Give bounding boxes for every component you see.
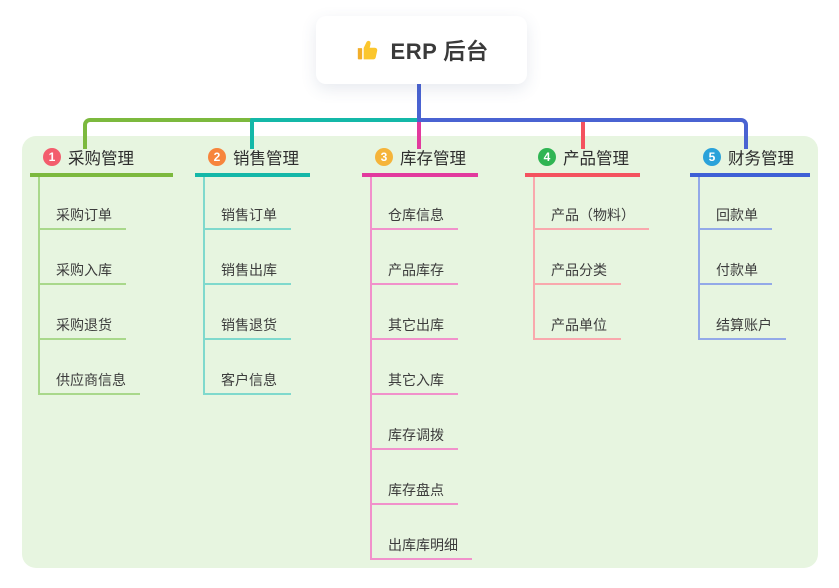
- leaf-payment-doc[interactable]: 付款单: [698, 256, 772, 285]
- branch-subtree-line: [370, 177, 372, 560]
- leaf-warehouse-info[interactable]: 仓库信息: [370, 201, 458, 230]
- branch-header-purchase-management[interactable]: 1 采购管理: [30, 147, 173, 177]
- connector-branch-finance: [417, 118, 748, 149]
- leaf-purchase-inbound[interactable]: 采购入库: [38, 256, 126, 285]
- leaf-stock-transfer[interactable]: 库存调拨: [370, 421, 458, 450]
- branch-title: 产品管理: [563, 150, 629, 168]
- branch-title: 采购管理: [68, 150, 134, 168]
- thumbs-up-icon: [357, 40, 377, 60]
- leaf-stock-count[interactable]: 库存盘点: [370, 476, 458, 505]
- leaf-sales-outbound[interactable]: 销售出库: [203, 256, 291, 285]
- branch-title: 库存管理: [400, 150, 466, 168]
- leaf-other-outbound[interactable]: 其它出库: [370, 311, 458, 340]
- branch-number-badge: 3: [375, 148, 393, 166]
- connector-branch-product: [581, 122, 585, 149]
- leaf-product-unit[interactable]: 产品单位: [533, 311, 621, 340]
- leaf-purchase-return[interactable]: 采购退货: [38, 311, 126, 340]
- root-node[interactable]: ERP 后台: [316, 16, 527, 84]
- branch-title: 销售管理: [233, 150, 299, 168]
- branch-header-finance-management[interactable]: 5 财务管理: [690, 147, 810, 177]
- leaf-product-stock[interactable]: 产品库存: [370, 256, 458, 285]
- branch-number-badge: 5: [703, 148, 721, 166]
- branch-subtree-line: [533, 177, 535, 340]
- leaf-sales-order[interactable]: 销售订单: [203, 201, 291, 230]
- branch-subtree-line: [203, 177, 205, 395]
- leaf-receipt-doc[interactable]: 回款单: [698, 201, 772, 230]
- branch-subtree-line: [698, 177, 700, 340]
- branch-number-badge: 4: [538, 148, 556, 166]
- branch-title: 财务管理: [728, 150, 794, 168]
- leaf-product-material[interactable]: 产品（物料）: [533, 201, 649, 230]
- connector-branch-sales: [250, 118, 417, 149]
- branch-header-product-management[interactable]: 4 产品管理: [525, 147, 640, 177]
- root-title: ERP 后台: [390, 39, 489, 64]
- leaf-other-inbound[interactable]: 其它入库: [370, 366, 458, 395]
- connector-branch-purchase: [83, 118, 252, 149]
- leaf-settlement-account[interactable]: 结算账户: [698, 311, 786, 340]
- branch-subtree-line: [38, 177, 40, 395]
- branch-number-badge: 1: [43, 148, 61, 166]
- leaf-outbound-detail[interactable]: 出库库明细: [370, 531, 472, 560]
- leaf-supplier-info[interactable]: 供应商信息: [38, 366, 140, 395]
- leaf-purchase-order[interactable]: 采购订单: [38, 201, 126, 230]
- mindmap-background-panel: [22, 136, 818, 568]
- branch-header-sales-management[interactable]: 2 销售管理: [195, 147, 310, 177]
- branch-number-badge: 2: [208, 148, 226, 166]
- leaf-product-category[interactable]: 产品分类: [533, 256, 621, 285]
- leaf-sales-return[interactable]: 销售退货: [203, 311, 291, 340]
- branch-header-inventory-management[interactable]: 3 库存管理: [362, 147, 478, 177]
- leaf-customer-info[interactable]: 客户信息: [203, 366, 291, 395]
- root-connector-line: [417, 82, 421, 122]
- connector-branch-inventory: [417, 122, 421, 149]
